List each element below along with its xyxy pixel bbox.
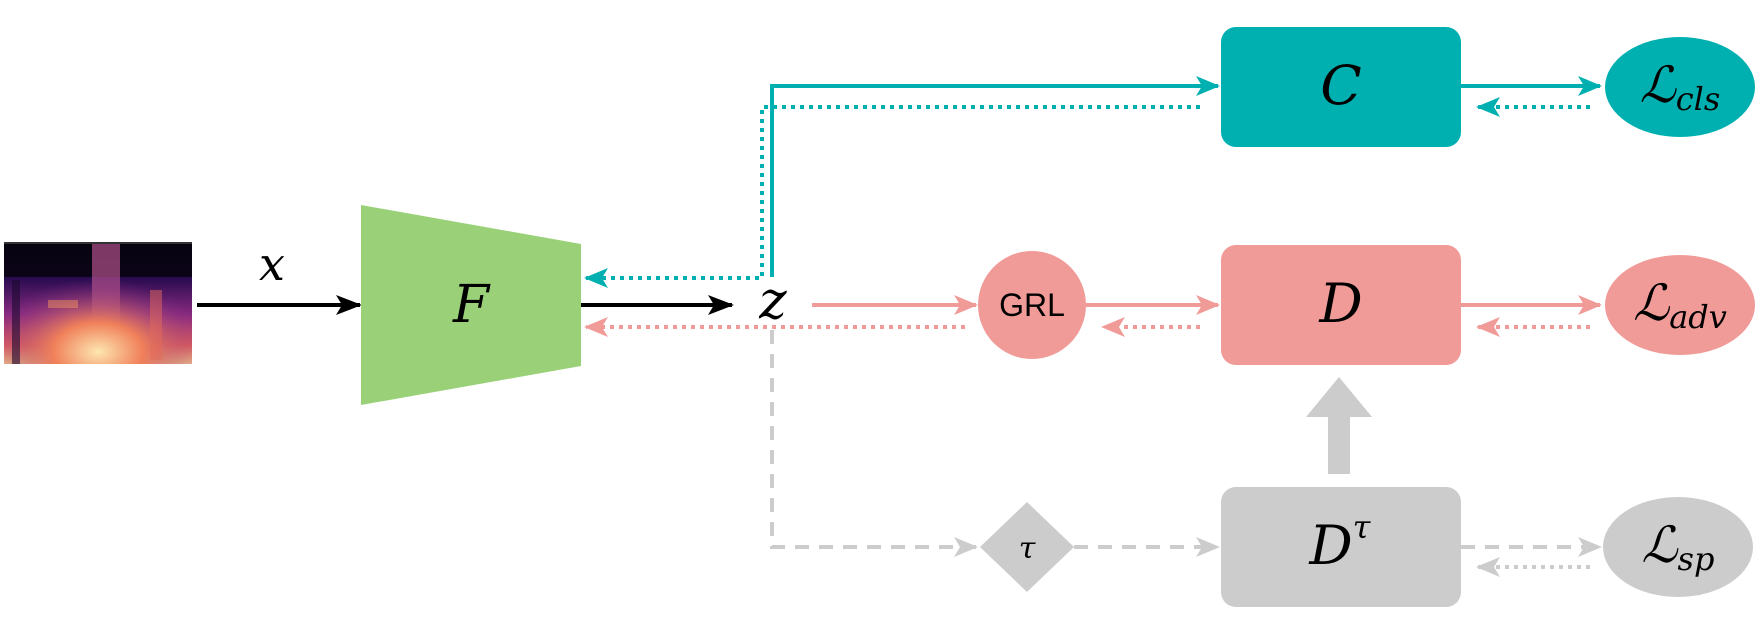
loss-cls-label: ℒcls: [1640, 56, 1721, 118]
classifier-label: C: [1320, 54, 1361, 117]
loss-cls-node[interactable]: [1605, 37, 1755, 137]
discriminator-tau-node[interactable]: [1221, 487, 1461, 607]
latent-label: z: [758, 271, 787, 331]
classifier-node[interactable]: [1221, 27, 1461, 147]
tau-label: τ: [1019, 531, 1036, 566]
discriminator-tau-label: Dτ: [1308, 508, 1371, 577]
arrow-z-to-tau: [770, 330, 978, 557]
arrow-classifier-grad-to-f: [584, 105, 1200, 288]
input-label: x: [259, 237, 285, 291]
discriminator-label: D: [1318, 272, 1362, 335]
arrow-z-to-classifier: [770, 76, 1220, 277]
loss-sp-node[interactable]: [1603, 497, 1753, 597]
spectrogram-image: [4, 242, 192, 364]
feature-extractor-label: F: [452, 275, 491, 335]
discriminator-node[interactable]: [1221, 245, 1461, 365]
loss-adv-node[interactable]: [1605, 255, 1755, 355]
weight-transfer-arrow: [1306, 377, 1372, 474]
grl-node[interactable]: [978, 251, 1086, 359]
loss-adv-label: ℒadv: [1633, 274, 1727, 336]
tau-node[interactable]: [980, 502, 1074, 592]
loss-sp-label: ℒsp: [1642, 516, 1715, 578]
grl-label: GRL: [999, 287, 1065, 323]
feature-extractor-node[interactable]: [361, 205, 581, 405]
